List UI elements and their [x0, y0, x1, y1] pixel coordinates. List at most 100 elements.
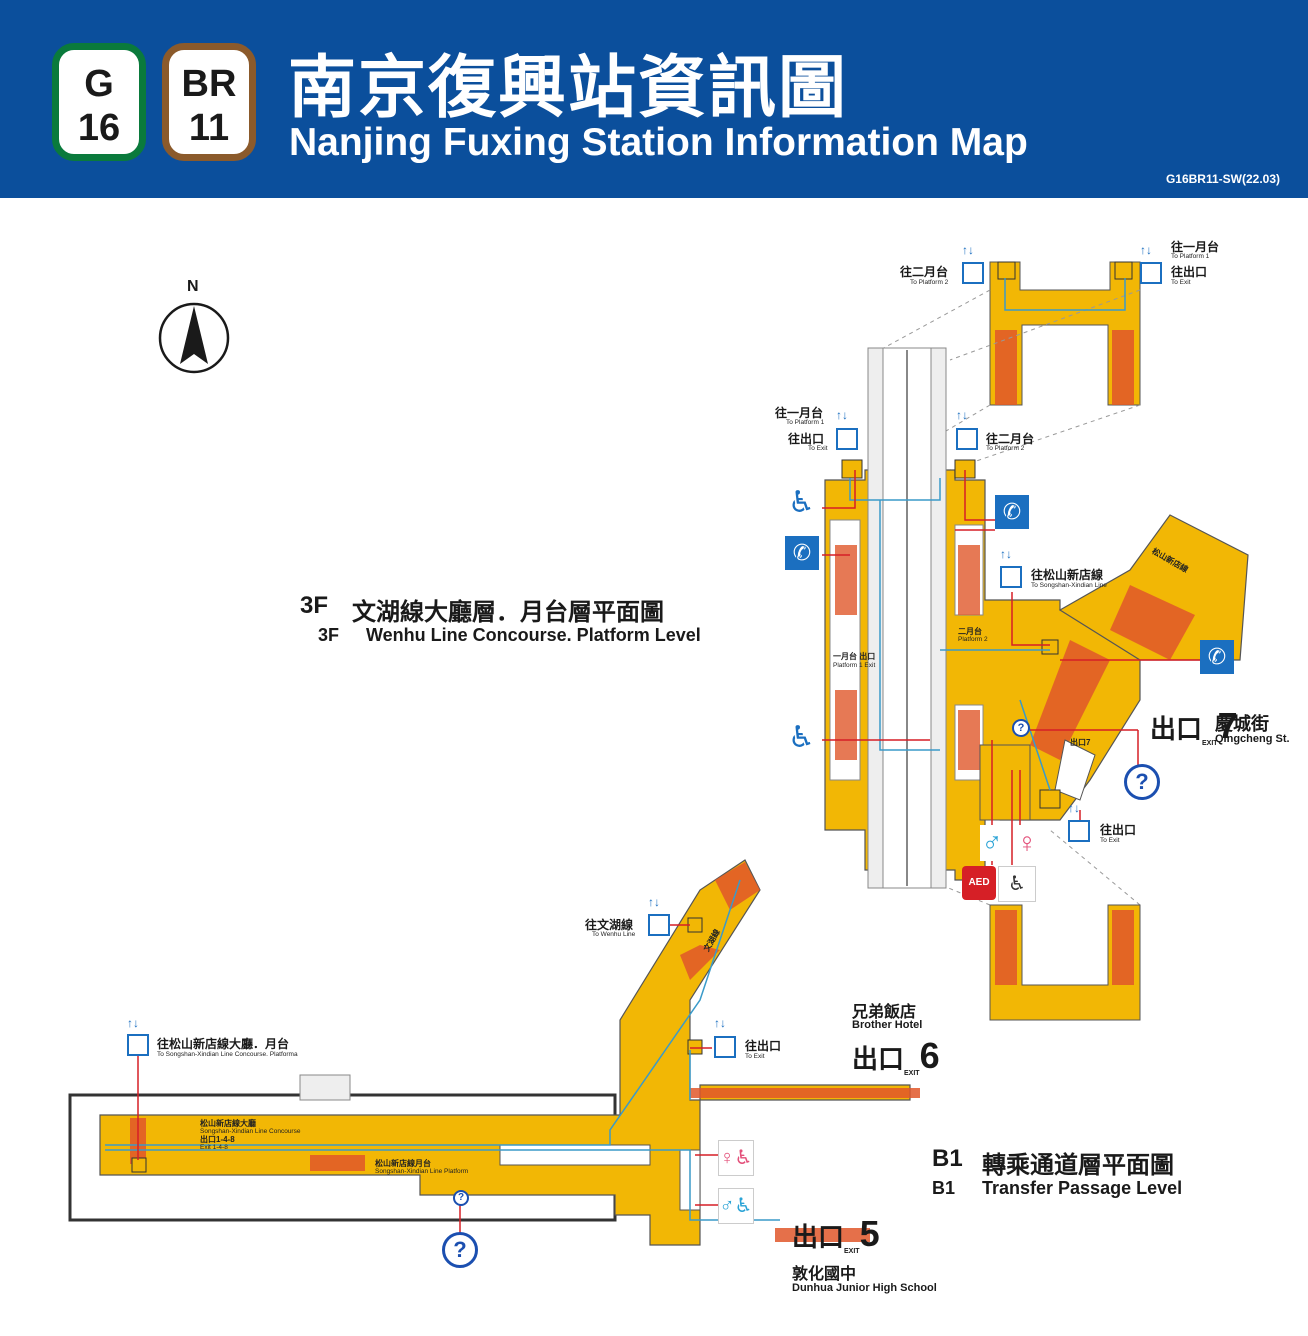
womens-accessible-restroom-icon: ♀♿: [718, 1140, 754, 1176]
map-code: G16BR11-SW(22.03): [1165, 172, 1280, 186]
up-down-arrows-icon: ↑↓: [714, 1016, 726, 1030]
to-songshan-en: To Songshan-Xindian Line: [1031, 582, 1107, 589]
family-restroom-icon: ♿: [998, 866, 1036, 902]
exit-148-zh: 出口1-4-8: [200, 1135, 235, 1144]
compass-icon: [158, 302, 230, 374]
header-bar: G 16 BR 11 南京復興站資訊圖 Nanjing Fuxing Stati…: [0, 0, 1308, 198]
upper-platform-structure: [989, 261, 1141, 406]
to-exit-left-zh: 往出口: [788, 432, 825, 446]
info-icon: ?: [1124, 764, 1160, 800]
exit-7-sign: 出口EXIT7: [1150, 705, 1238, 747]
to-platform2-top-zh: 往二月台: [900, 265, 949, 279]
level-b1-code-en: B1: [932, 1178, 956, 1198]
up-down-arrows-icon: ↑↓: [648, 895, 660, 909]
phone-icon: ✆: [785, 536, 819, 570]
badge-br-number: 11: [188, 107, 230, 149]
page-title-en: Nanjing Fuxing Station Information Map: [289, 121, 1028, 164]
phone-icon: ✆: [995, 495, 1029, 529]
up-down-arrows-icon: ↑↓: [836, 408, 848, 422]
elevator-icon: [1000, 566, 1022, 588]
exit-6-glyph: 出口: [852, 1044, 905, 1074]
platform2-small-en: Platform 2: [958, 636, 988, 643]
elevator-icon: [836, 428, 858, 450]
exit-5-sub: EXIT: [844, 1248, 860, 1255]
to-platform1-left-zh: 往一月台: [775, 406, 824, 420]
to-platform2-right-zh: 往二月台: [986, 432, 1035, 446]
exit-5-name-en: Dunhua Junior High School: [792, 1282, 937, 1294]
up-down-arrows-icon: ↑↓: [962, 243, 974, 257]
level-b1-title-en: Transfer Passage Level: [982, 1178, 1183, 1198]
elevator-icon: [1140, 262, 1162, 284]
to-songshan-zh: 往松山新店線: [1031, 568, 1104, 582]
page-title-zh: 南京復興站資訊圖: [288, 50, 849, 126]
up-down-arrows-icon: ↑↓: [1140, 243, 1152, 257]
to-wenhu-zh: 往文湖線: [585, 918, 634, 932]
to-exit-bottom-zh: 往出口: [1100, 823, 1137, 837]
exit-7-name-en: Qingcheng St.: [1215, 733, 1290, 745]
songshan-platform-small-zh: 松山新店線月台: [375, 1159, 431, 1168]
to-exit-bottom-en: To Exit: [1100, 837, 1120, 844]
songshan-concourse-small-en: Songshan-Xindian Line Concourse: [200, 1128, 301, 1135]
level-3f-title-en: Wenhu Line Concourse. Platform Level: [366, 625, 701, 645]
to-exit-b1-zh: 往出口: [745, 1039, 782, 1053]
exit-6-number: 6: [919, 1035, 940, 1076]
wenhu-concourse-3f: [824, 347, 1249, 889]
to-platform1-left-en: To Platform 1: [786, 419, 825, 426]
to-songshan-concourse-en: To Songshan-Xindian Line Concourse. Plat…: [157, 1051, 298, 1058]
platform1-exit-small-zh: 一月台 出口: [833, 652, 876, 661]
to-platform1-top-en: To Platform 1: [1171, 253, 1210, 260]
exit-5-glyph: 出口: [792, 1222, 845, 1252]
mens-restroom-icon: ♂: [980, 825, 1004, 861]
elevator-icon: [648, 914, 670, 936]
level-b1-code: B1: [932, 1145, 963, 1172]
aed-icon: AED: [962, 866, 996, 900]
womens-restroom-icon: ♀: [1015, 825, 1039, 861]
exit-6-sign: 出口EXIT6: [852, 1035, 940, 1077]
to-exit-top-en: To Exit: [1171, 279, 1191, 286]
exit-148-en: Exit 1-4-8: [200, 1144, 228, 1151]
lower-platform-structure: [989, 904, 1141, 1021]
to-platform2-top-en: To Platform 2: [910, 279, 949, 286]
level-b1-title-zh: 轉乘通道層平面圖: [982, 1152, 1174, 1179]
badge-br-line: BR: [181, 63, 237, 105]
level-3f-code-en: 3F: [318, 625, 340, 645]
line-badge-green: G 16: [52, 43, 146, 161]
exit-7-sub: EXIT: [1202, 740, 1218, 747]
up-down-arrows-icon: ↑↓: [127, 1016, 139, 1030]
to-platform2-right-en: To Platform 2: [986, 445, 1025, 452]
exit-5-sign: 出口EXIT5: [792, 1213, 880, 1255]
platform1-exit-small-en: Platform 1 Exit: [833, 662, 876, 669]
elevator-icon: [956, 428, 978, 450]
exit7-small-label: 出口7: [1070, 738, 1091, 747]
to-exit-left-en: To Exit: [808, 445, 828, 452]
to-wenhu-en: To Wenhu Line: [592, 931, 636, 938]
compass-label: N: [187, 278, 199, 295]
elevator-icon: [714, 1036, 736, 1058]
level-3f-title-zh: 文湖線大廳層．月台層平面圖: [352, 599, 664, 626]
up-down-arrows-icon: ↑↓: [1000, 547, 1012, 561]
elevator-icon: [1068, 820, 1090, 842]
to-exit-b1-en: To Exit: [745, 1053, 765, 1060]
exit-6-sub: EXIT: [904, 1070, 920, 1077]
line-badge-brown: BR 11: [162, 43, 256, 161]
elevator-icon: [962, 262, 984, 284]
exit-5-number: 5: [859, 1213, 880, 1254]
to-exit-top-zh: 往出口: [1171, 265, 1208, 279]
elevator-icon: [127, 1034, 149, 1056]
badge-g-line: G: [84, 63, 114, 105]
to-songshan-concourse-zh: 往松山新店線大廳．月台: [157, 1037, 290, 1051]
exit-7-number: 7: [1217, 705, 1238, 746]
songshan-platform-small-en: Songshan-Xindian Line Platform: [375, 1168, 469, 1175]
exit-6-name-en: Brother Hotel: [852, 1019, 923, 1031]
platform2-small-zh: 二月台: [958, 627, 982, 636]
phone-icon: ✆: [1200, 640, 1234, 674]
info-icon: ?: [1012, 719, 1030, 737]
up-down-arrows-icon: ↑↓: [956, 408, 968, 422]
mens-accessible-restroom-icon: ♂♿: [718, 1188, 754, 1224]
up-down-arrows-icon: ↑↓: [1068, 801, 1080, 815]
level-3f-code: 3F: [300, 592, 329, 619]
info-icon: ?: [442, 1232, 478, 1268]
exit-7-glyph: 出口: [1150, 714, 1203, 744]
songshan-concourse-small-zh: 松山新店線大廳: [200, 1119, 256, 1128]
